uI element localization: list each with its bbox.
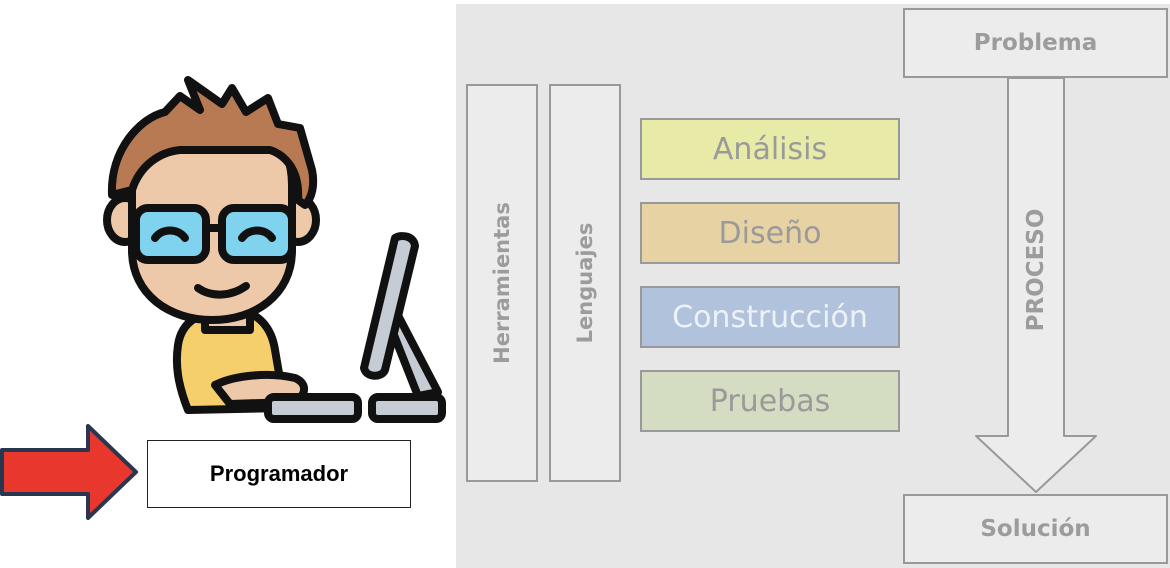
process-label-wrap: PROCESO bbox=[1006, 150, 1066, 390]
phase-construction: Construcción bbox=[640, 286, 900, 348]
tools-label: Herramientas bbox=[490, 202, 514, 364]
problem-box: Problema bbox=[903, 8, 1168, 78]
phase-testing: Pruebas bbox=[640, 370, 900, 432]
programmer-label-box: Programador bbox=[147, 440, 411, 508]
languages-label: Lenguajes bbox=[573, 222, 597, 344]
process-label: PROCESO bbox=[1023, 208, 1049, 332]
phase-design: Diseño bbox=[640, 202, 900, 264]
solution-box: Solución bbox=[903, 494, 1168, 564]
tools-box: Herramientas bbox=[466, 84, 538, 482]
phase-analysis-label: Análisis bbox=[712, 131, 828, 167]
phase-construction-label: Construcción bbox=[672, 299, 868, 335]
languages-box: Lenguajes bbox=[549, 84, 621, 482]
phase-analysis: Análisis bbox=[640, 118, 900, 180]
programmer-illustration bbox=[103, 76, 446, 423]
phase-design-label: Diseño bbox=[718, 215, 822, 251]
programmer-label: Programador bbox=[209, 461, 349, 486]
solution-label: Solución bbox=[980, 516, 1091, 542]
red-right-arrow-icon bbox=[0, 424, 138, 520]
process-down-arrow-icon bbox=[975, 77, 1097, 493]
phase-testing-label: Pruebas bbox=[709, 383, 831, 419]
problem-label: Problema bbox=[973, 30, 1098, 56]
